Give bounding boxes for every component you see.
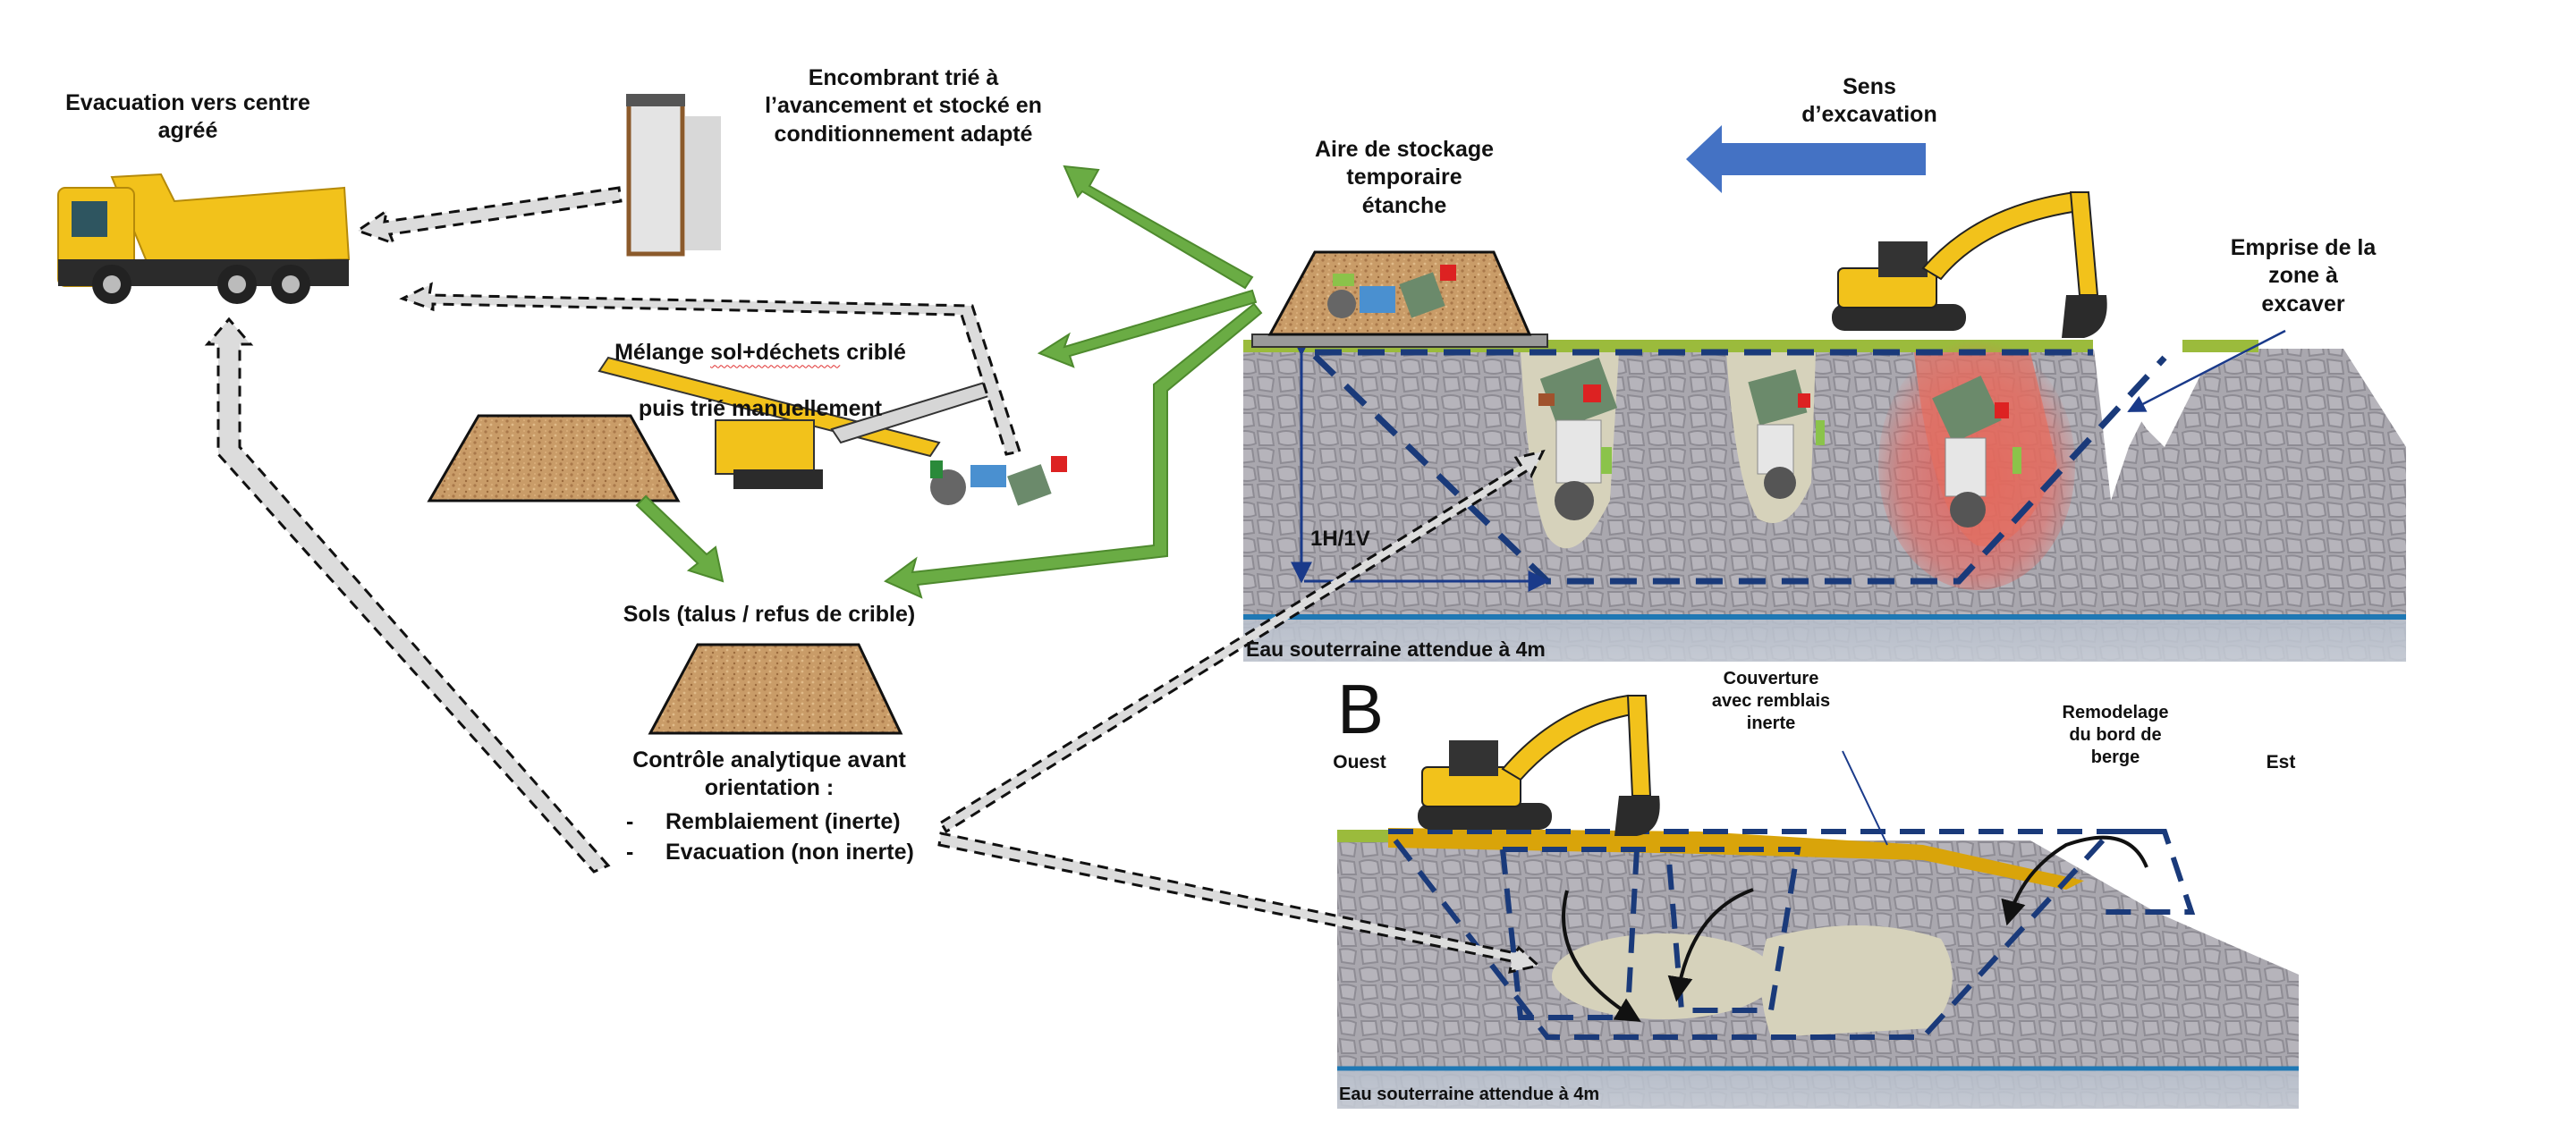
controle-option-remblaiement: - Remblaiement (inerte) — [626, 807, 914, 838]
melange-text-line2: puis trié manuellement — [638, 395, 883, 421]
option-text: Remblaiement (inerte) — [665, 809, 901, 834]
temporary-storage-area — [1251, 250, 1548, 348]
waste-pit-2 — [1726, 352, 1825, 523]
waste-pile-icon — [1932, 376, 2021, 528]
section-b — [1337, 750, 2299, 1109]
label-groundwater-a: Eau souterraine attendue à 4m — [1246, 637, 1546, 661]
excavation-notch — [2093, 340, 2182, 501]
arrow-container-to-truck — [354, 186, 623, 246]
arrow-screener-to-truck — [399, 282, 1021, 456]
label-evacuation-centre: Evacuation vers centre agréé — [65, 90, 310, 144]
label-emprise: Emprise de la zone à excaver — [2230, 235, 2377, 317]
arrow-to-encombrant — [1063, 165, 1254, 290]
soil-pile-icon — [1267, 250, 1532, 336]
excavation-boundary-b-cell2 — [1625, 849, 1640, 1011]
arrow-remblaiement-to-section-b — [937, 832, 1542, 974]
label-sols: Sols (talus / refus de crible) — [623, 602, 916, 627]
waste-pit-1 — [1521, 352, 1619, 549]
couverture-leader-line — [1842, 750, 1888, 846]
emprise-leader-line — [2127, 329, 2286, 413]
waste-pile-icon — [1538, 357, 1618, 520]
controle-options-list: - Remblaiement (inerte) - Evacuation (non … — [626, 807, 914, 868]
excavation-boundary-b-cell3 — [1503, 847, 1801, 1013]
waste-pit-3-active — [1878, 340, 2075, 590]
label-encombrant: Encombrant trié à l’avancement et stocké… — [765, 65, 1042, 147]
excavation-boundary-a-pit — [1312, 353, 2167, 585]
groundwater-zone-a — [1243, 617, 2406, 662]
material-move-arrow-2 — [1667, 888, 1754, 1002]
material-move-arrow-3 — [2001, 835, 2148, 926]
arrow-evacuation-to-truck — [204, 317, 611, 874]
groundwater-zone-b — [1337, 1068, 2299, 1109]
option-text: Evacuation (non inerte) — [665, 839, 914, 865]
material-move-arrow-1 — [1562, 890, 1641, 1022]
screening-machine-icon — [597, 356, 999, 489]
controle-option-evacuation: - Evacuation (non inerte) — [626, 838, 914, 868]
excavator-icon — [1418, 694, 1660, 836]
excavation-boundary-b-cell1 — [1500, 849, 1619, 1020]
waste-container-icon — [626, 94, 721, 257]
label-groundwater-b: Eau souterraine attendue à 4m — [1339, 1085, 1600, 1104]
waste-pile-icon — [1748, 369, 1825, 499]
soil-pile-icon — [427, 414, 681, 502]
label-melange: Mélange sol+déchets criblé puis trié man… — [572, 311, 948, 423]
grass-strip-b — [1337, 830, 1391, 842]
label-remodelage: Remodelage du bord de berge — [2062, 703, 2169, 767]
melange-text-spellcheck: sol+déchets — [710, 340, 841, 366]
storage-base-slab — [1251, 334, 1548, 348]
backfilled-zone-2 — [1760, 925, 1953, 1037]
backfill-cover — [1388, 828, 2084, 890]
label-ouest: Ouest — [1333, 752, 1386, 773]
label-controle: Contrôle analytique avant orientation : — [632, 747, 906, 801]
grey-dashed-flow-arrows — [204, 186, 1546, 974]
label-aire-stockage: Aire de stockage temporaire étanche — [1314, 137, 1495, 218]
label-section-b: B — [1337, 670, 1385, 748]
arrow-remblaiement-to-section-a — [938, 449, 1546, 834]
dump-truck-icon — [57, 173, 351, 304]
bullet: - — [626, 809, 634, 834]
label-est: Est — [2266, 752, 2296, 773]
waste-pile-icon — [1327, 265, 1456, 318]
excavation-direction-arrow — [1686, 125, 1926, 193]
excavation-boundary-b-outer — [1393, 829, 2196, 1040]
excavator-icon — [1832, 190, 2107, 338]
soil-pile-icon — [648, 643, 903, 735]
label-sens-excavation: Sens d’excavation — [1801, 74, 1937, 128]
bullet: - — [626, 839, 634, 865]
arrow-soil-to-sols — [635, 494, 724, 583]
waste-pile-icon — [930, 456, 1067, 506]
label-slope-1h1v: 1H/1V — [1310, 527, 1370, 551]
arrow-to-melange — [1037, 289, 1258, 368]
melange-text-pre: Mélange — [614, 340, 711, 366]
melange-text-post: criblé — [840, 340, 906, 366]
label-couverture: Couverture avec remblais inerte — [1711, 669, 1831, 733]
green-flow-arrows — [635, 165, 1263, 599]
grass-strip-right — [2182, 340, 2258, 352]
arrow-to-sols-bent — [884, 302, 1263, 599]
section-a — [1243, 329, 2406, 662]
